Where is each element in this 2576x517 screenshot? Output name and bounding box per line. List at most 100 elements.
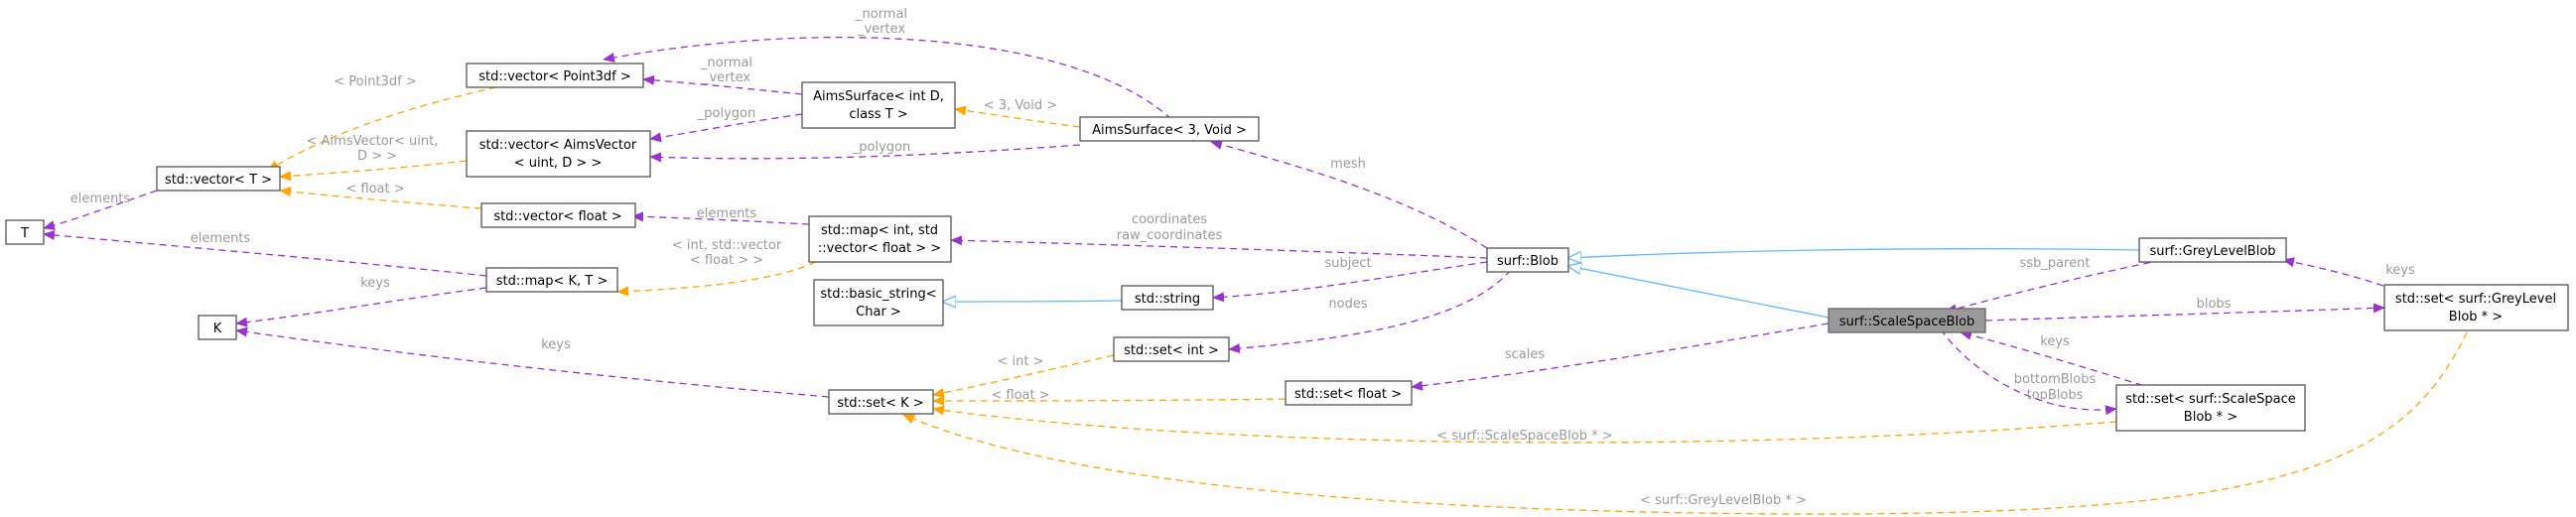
node-set-greylevelblob-label-1: std::set< surf::GreyLevel [2395,292,2556,307]
edge-aimssurfaced-to-vector-aimsvector [649,113,803,143]
label-float-set: < float > [991,388,1049,403]
edges [43,36,2468,515]
node-basic-string-label-2: Char > [856,305,901,320]
label-aimsvector-2: D > > [357,149,397,164]
label-int-stdvector-2: < float > > [690,253,763,268]
edge-string-to-basic-string [943,301,1123,302]
node-set-scalespaceblob-label-1: std::set< surf::ScaleSpace [2125,392,2296,407]
label-ssb-ptr: < surf::ScaleSpaceBlob * > [1436,429,1612,444]
node-basic-string-label-1: std::basic_string< [820,287,936,302]
node-k-label: K [213,322,222,336]
node-set-scalespaceblob[interactable]: std::set< surf::ScaleSpace Blob * > [2115,384,2306,432]
label-normal-top: _normal [855,7,907,22]
edge-ssb-to-setssb [1940,328,2117,416]
edge-aimssurface3-to-vector-point3df [603,36,1172,120]
label-float-t: < float > [345,182,404,196]
node-aimssurface-d-label-1: AimsSurface< int D, [813,89,944,104]
label-keys-setk: keys [541,337,571,352]
edge-labels: _normal _vertex < Point3df > _normal _ve… [70,7,2415,508]
label-raw-coordinates: raw_coordinates [1117,228,1223,243]
label-nodes: nodes [1328,297,1367,312]
edge-vector-t-to-t [43,190,158,230]
label-ssb-parent: ssb_parent [2020,256,2091,271]
node-vector-t-label: std::vector< T > [165,173,272,188]
node-map-k-t[interactable]: std::map< K, T > [485,267,618,293]
label-vertex-top: _vertex [857,22,905,37]
label-mesh: mesh [1330,157,1366,172]
node-t[interactable]: T [5,219,45,245]
node-set-int[interactable]: std::set< int > [1113,336,1230,362]
node-map-k-t-label: std::map< K, T > [496,274,609,289]
label-int-set: < int > [998,354,1044,369]
label-keys-glb: keys [2385,263,2415,278]
label-vertex-mid: _vertex [702,70,750,85]
label-keys-map: keys [360,276,390,291]
node-greylevelblob[interactable]: surf::GreyLevelBlob [2138,237,2287,263]
node-vector-point3df-label: std::vector< Point3df > [478,69,631,84]
node-set-greylevelblob-label-2: Blob * > [2449,310,2503,324]
label-elements-map: elements [191,231,251,246]
edge-setssb-to-set-k [932,405,2117,444]
edge-blob-to-map-int-vector [950,235,1488,259]
node-set-greylevelblob[interactable]: std::set< surf::GreyLevel Blob * > [2383,284,2569,331]
node-scalespaceblob-label: surf::ScaleSpaceBlob [1839,315,1975,329]
label-normal-mid: _normal [700,56,752,70]
edge-ssb-to-setglb [1984,303,2385,322]
edge-greylevelblob-to-ssb [1945,259,2163,314]
node-basic-string[interactable]: std::basic_string< Char > [813,279,944,326]
edge-map-k-t-to-t [43,230,487,277]
edge-aimssurfaced-to-vector-point3df [642,74,803,95]
node-string[interactable]: std::string [1121,285,1214,311]
node-k[interactable]: K [198,315,237,340]
node-set-k[interactable]: std::set< K > [828,389,934,415]
node-map-int-vector-label-2: ::vector< float > > [818,241,941,256]
node-set-k-label: std::set< K > [837,396,923,411]
edge-greylevelblob-to-blob [1568,248,2140,258]
node-vector-float[interactable]: std::vector< float > [480,202,636,228]
label-elements-t: elements [70,192,131,206]
edge-vector-float-to-vector-t [279,187,482,209]
node-vector-t[interactable]: std::vector< T > [156,166,281,192]
node-scalespaceblob[interactable]: surf::ScaleSpaceBlob [1828,308,1986,333]
node-vector-aimsvector-label-1: std::vector< AimsVector [479,138,637,153]
label-aimsvector-1: < AimsVector< uint, [307,134,439,149]
node-set-float[interactable]: std::set< float > [1285,380,1413,406]
node-string-label: std::string [1135,292,1200,307]
node-greylevelblob-label: surf::GreyLevelBlob [2149,244,2275,259]
node-blob[interactable]: surf::Blob [1486,247,1569,273]
edge-aimssurface3-to-vector-aimsvector [649,144,1081,163]
label-scales: scales [1505,347,1545,362]
edge-setglb-to-greylevelblob [2282,257,2395,291]
node-map-int-vector-label-1: std::map< int, std [821,223,938,238]
edge-set-float-to-set-k [932,395,1287,406]
label-glb-ptr: < surf::GreyLevelBlob * > [1640,493,1807,508]
label-topblobs: topBlobs [2027,388,2084,403]
node-aimssurface-d[interactable]: AimsSurface< int D, class T > [801,81,956,129]
label-polygon-low: _polygon [852,140,910,155]
node-set-float-label: std::set< float > [1294,387,1402,402]
edge-setglb-to-set-k [902,331,2468,515]
edge-map-k-t-to-k [235,287,487,327]
edge-blob-to-aimssurface3 [1210,140,1488,249]
edge-vector-point3df-to-vector-t [267,86,497,172]
node-vector-aimsvector-label-2: < uint, D > > [514,156,603,171]
label-blobs: blobs [2197,297,2232,312]
label-coordinates: coordinates [1132,212,1207,227]
node-aimssurface-3[interactable]: AimsSurface< 3, Void > [1079,116,1260,142]
label-polygon-mid: _polygon [697,106,755,121]
label-three-void: < 3, Void > [984,98,1057,113]
edge-vector-float-to-map-int-vector [631,211,810,225]
edge-ssb-to-set-float [1411,323,1830,391]
label-bottomblobs: bottomBlobs [2014,372,2097,387]
edge-scalespaceblob-to-blob [1568,266,1830,319]
label-point3df: < Point3df > [334,74,416,89]
edge-setssb-to-ssb [1960,329,2155,390]
node-aimssurface-3-label: AimsSurface< 3, Void > [1092,123,1247,138]
edge-set-k-to-k [235,326,830,398]
node-map-int-vector[interactable]: std::map< int, std ::vector< float > > [808,215,952,263]
nodes: T K std::vector< T > std::vector< Point3… [5,63,2569,432]
node-vector-point3df[interactable]: std::vector< Point3df > [466,63,644,88]
node-vector-aimsvector[interactable]: std::vector< AimsVector < uint, D > > [466,130,651,178]
node-aimssurface-d-label-2: class T > [849,107,907,122]
